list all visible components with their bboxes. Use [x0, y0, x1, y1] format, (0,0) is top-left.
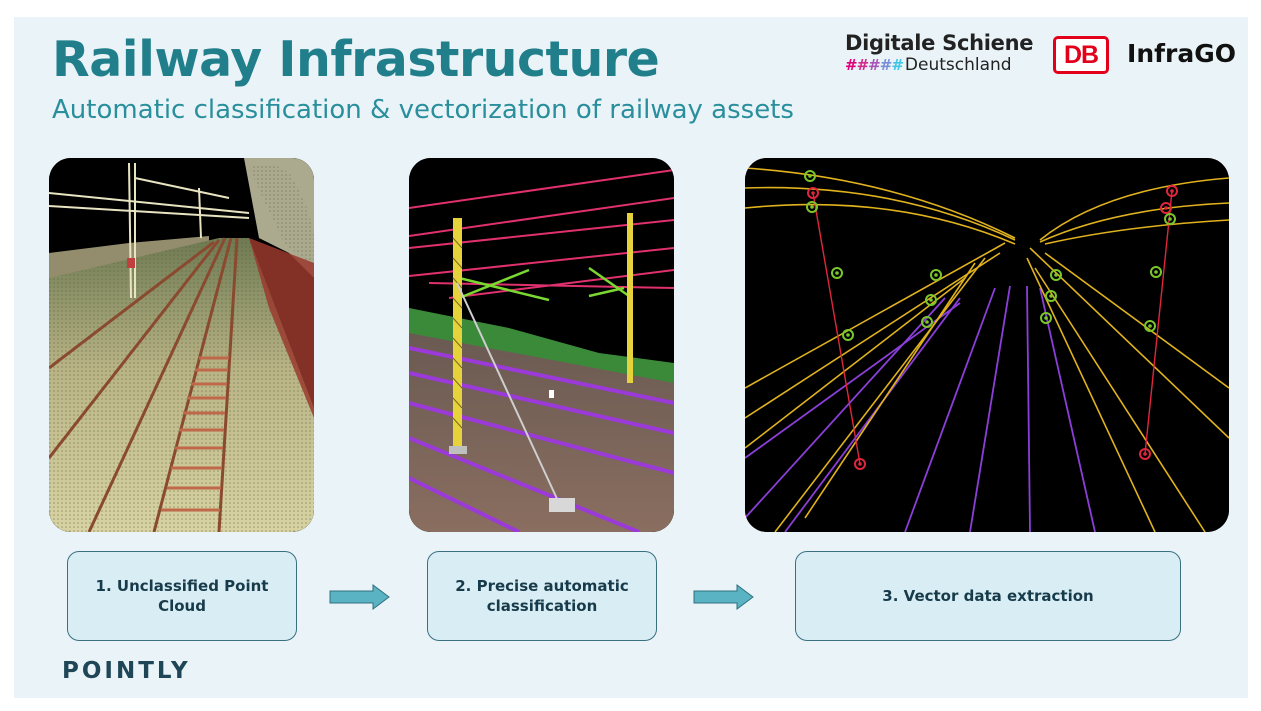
page-title: Railway Infrastructure: [52, 31, 660, 88]
step-automatic-classification: 2. Precise automatic classification: [427, 551, 657, 641]
classified-point-cloud-image: [409, 158, 674, 532]
infrago-logo: InfraGO: [1127, 39, 1236, 68]
pointly-logo: POINTLY: [62, 658, 191, 684]
step-unclassified-point-cloud: 1. Unclassified Point Cloud: [67, 551, 297, 641]
right-arrow-icon: [329, 584, 390, 610]
hash-marks-logo: #####: [845, 56, 904, 74]
unclassified-point-cloud-image: [49, 158, 314, 532]
right-arrow-icon: [693, 584, 754, 610]
step-vector-data-extraction: 3. Vector data extraction: [795, 551, 1181, 641]
digitale-schiene-subtitle: Deutschland: [904, 55, 1012, 75]
db-logo: DB: [1053, 36, 1109, 74]
digitale-schiene-title: Digitale Schiene: [845, 31, 1034, 55]
page-subtitle: Automatic classification & vectorization…: [52, 95, 794, 125]
vector-data-image: [745, 158, 1229, 532]
digitale-schiene-logo: Digitale Schiene ##### Deutschland: [845, 31, 1045, 75]
slide: Railway Infrastructure Automatic classif…: [14, 17, 1248, 698]
partner-logos: Digitale Schiene ##### Deutschland DB In…: [845, 31, 1236, 81]
